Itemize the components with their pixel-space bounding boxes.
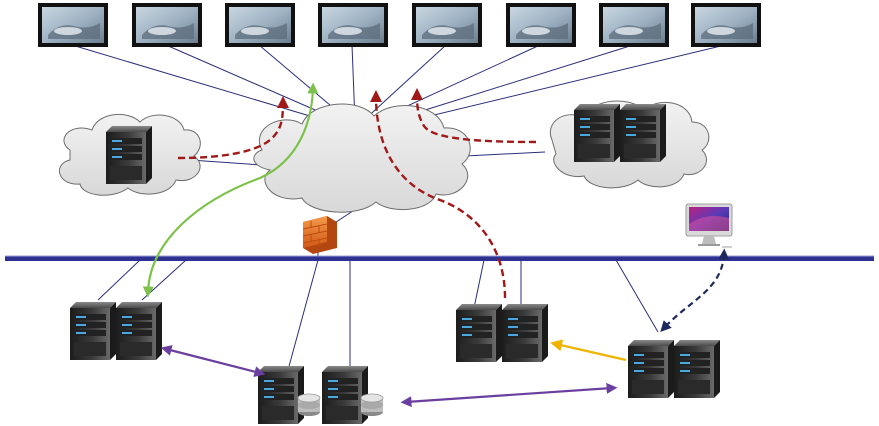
server-icon [116,302,162,360]
flow-right-cloud-to-display [411,88,537,144]
server-icon [628,340,674,398]
flow-right-to-middle-yellow [550,339,627,362]
server-icon [106,126,152,184]
server-icon [258,366,304,424]
lan-backbone [5,255,874,261]
flow-servers-to-display-green [142,82,319,298]
monitor-icon [599,3,669,47]
server-pair-right [628,340,720,398]
disk-storage-icon [297,393,321,417]
firewall-icon [302,216,337,254]
display-row [38,3,761,47]
monitor-icon [318,3,388,47]
flow-middle-servers-to-display [370,90,507,299]
monitor-icon [132,3,202,47]
purple-flows [160,345,618,408]
disk-storage-icon [360,393,384,417]
server-icon [456,304,502,362]
server-pair-middle [456,304,548,362]
server-icon [620,104,666,162]
storage-servers [258,366,384,424]
left-cloud [58,113,201,196]
server-icon [674,340,720,398]
monitor-icon [506,3,576,47]
server-icon [322,366,368,424]
flow-left-to-storage [160,345,266,377]
server-icon [70,302,116,360]
monitor-icon [38,3,108,47]
flow-workstation-to-servers-navy [660,248,730,333]
server-icon [574,104,620,162]
monitor-icon [412,3,482,47]
flow-storage-to-right [400,382,618,408]
server-icon [502,304,548,362]
server-pair-left [70,302,162,360]
monitor-icon [691,3,761,47]
monitor-icon [225,3,295,47]
imac-icon [685,203,733,248]
right-cloud [549,100,710,189]
